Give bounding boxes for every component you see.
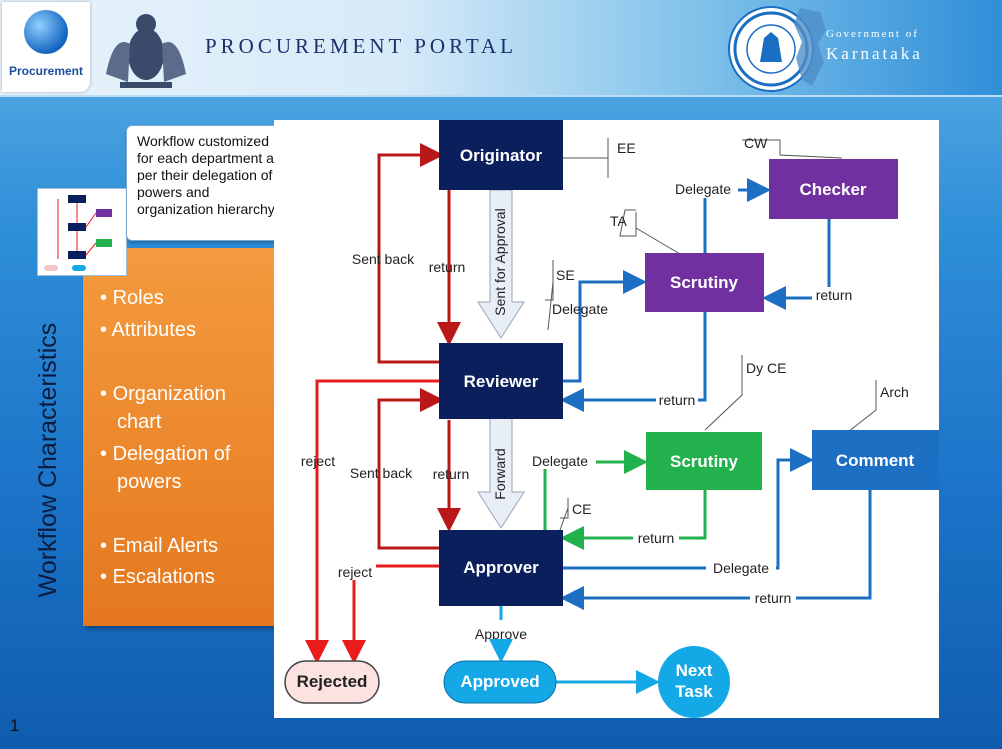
svg-text:Approved: Approved — [460, 672, 539, 691]
svg-text:Originator: Originator — [460, 146, 543, 165]
node-originator: Originator — [439, 120, 563, 190]
edge-return-scrutiny-dy — [560, 490, 707, 550]
cw-connector — [742, 139, 843, 159]
state-map-icon — [794, 8, 826, 86]
edge-label-approve: Approve — [475, 626, 527, 642]
header-banner: Procurement PROCUREMENT PORTAL Governmen… — [0, 0, 1002, 97]
workflow-diagram: Sent for Approval Forward Sent back retu… — [274, 120, 939, 718]
edge-label-return-scrutiny-ta: return — [659, 392, 696, 408]
state-label: Karnataka — [826, 44, 923, 63]
edge-sent-back-2 — [377, 388, 444, 550]
edge-label-return-2: return — [433, 466, 470, 482]
node-comment: Comment — [812, 430, 939, 490]
svg-text:Scrutiny: Scrutiny — [670, 273, 739, 292]
node-reviewer: Reviewer — [439, 343, 563, 419]
node-rejected: Rejected — [284, 660, 380, 704]
edge-label-delegate-se: Delegate — [552, 301, 608, 317]
svg-text:Scrutiny: Scrutiny — [670, 452, 739, 471]
role-arch: Arch — [880, 384, 909, 400]
role-ee: EE — [617, 140, 636, 156]
role-ce: CE — [572, 501, 591, 517]
bullet-organization-cont: chart — [117, 411, 162, 433]
edge-label-reject-2: reject — [338, 564, 372, 580]
bullet-organization: • Organization — [100, 383, 226, 405]
page-number: 1 — [10, 716, 20, 735]
role-dy-ce: Dy CE — [746, 360, 786, 376]
callout-line: Workflow customized — [137, 133, 270, 149]
edge-delegate-checker — [703, 178, 771, 253]
svg-text:Approver: Approver — [463, 558, 539, 577]
bullet-email-alerts: • Email Alerts — [100, 535, 219, 557]
node-next-task: Next Task — [658, 646, 730, 718]
edge-return-scrutiny-ta — [560, 312, 707, 412]
role-se: SE — [556, 267, 575, 283]
bullet-delegation: • Delegation of — [100, 443, 231, 465]
slide-title: Workflow Characteristics — [34, 322, 62, 598]
svg-text:Next: Next — [676, 661, 713, 680]
edge-sent-back-1 — [377, 143, 444, 364]
globe-icon — [24, 10, 68, 54]
edge-label-reject-1: reject — [301, 453, 335, 469]
government-label: Government of — [826, 28, 919, 40]
svg-text:Reviewer: Reviewer — [464, 372, 539, 391]
edge-label-return-comment: return — [755, 590, 792, 606]
callout-line: per their delegation of — [137, 167, 273, 183]
workflow-thumbnail — [37, 188, 127, 276]
role-cw: CW — [744, 135, 768, 151]
node-approved: Approved — [443, 660, 557, 704]
svg-text:Task: Task — [675, 682, 713, 701]
node-approver: Approver — [439, 530, 563, 606]
edge-label-delegate-comment: Delegate — [713, 560, 769, 576]
karnataka-emblem-icon — [106, 14, 186, 88]
edge-label-forward: Forward — [492, 448, 508, 499]
edge-label-return-1: return — [429, 259, 466, 275]
node-checker: Checker — [769, 159, 898, 219]
bullet-attributes: • Attributes — [100, 319, 196, 341]
edge-label-return-checker: return — [816, 287, 853, 303]
edge-delegate-comment — [563, 448, 814, 570]
svg-text:Rejected: Rejected — [297, 672, 368, 691]
callout-line: for each department as — [137, 150, 281, 166]
callout-line: organization hierarchy — [137, 201, 275, 217]
svg-text:Comment: Comment — [836, 451, 915, 470]
callout-line: powers and — [137, 184, 210, 200]
sent-for-approval-arrow — [477, 189, 525, 339]
edge-label-return-scrutiny-dy: return — [638, 530, 675, 546]
role-ta: TA — [610, 213, 628, 229]
node-scrutiny-dy: Scrutiny — [646, 432, 762, 490]
forward-arrow — [477, 417, 525, 529]
node-scrutiny-ta: Scrutiny — [645, 253, 764, 312]
edge-label-delegate-dy: Delegate — [532, 453, 588, 469]
procurement-logo: Procurement — [2, 2, 90, 92]
edge-label-sent-back-2: Sent back — [350, 465, 413, 481]
edge-label-sent-back-1: Sent back — [352, 251, 415, 267]
bullet-delegation-cont: powers — [117, 471, 182, 493]
bullet-escalations: • Escalations — [100, 566, 215, 588]
edge-return-comment — [560, 490, 872, 610]
edge-delegate-se — [563, 270, 647, 383]
bullet-roles: • Roles — [100, 287, 164, 309]
edge-label-sent-for-approval: Sent for Approval — [492, 208, 508, 315]
bullet-panel — [83, 248, 288, 626]
svg-text:Checker: Checker — [799, 180, 866, 199]
portal-title: PROCUREMENT PORTAL — [205, 34, 517, 58]
logo-text: Procurement — [8, 64, 84, 78]
edge-label-delegate-checker: Delegate — [675, 181, 731, 197]
edge-reject-1 — [305, 379, 440, 664]
edge-delegate-dy — [543, 450, 648, 530]
